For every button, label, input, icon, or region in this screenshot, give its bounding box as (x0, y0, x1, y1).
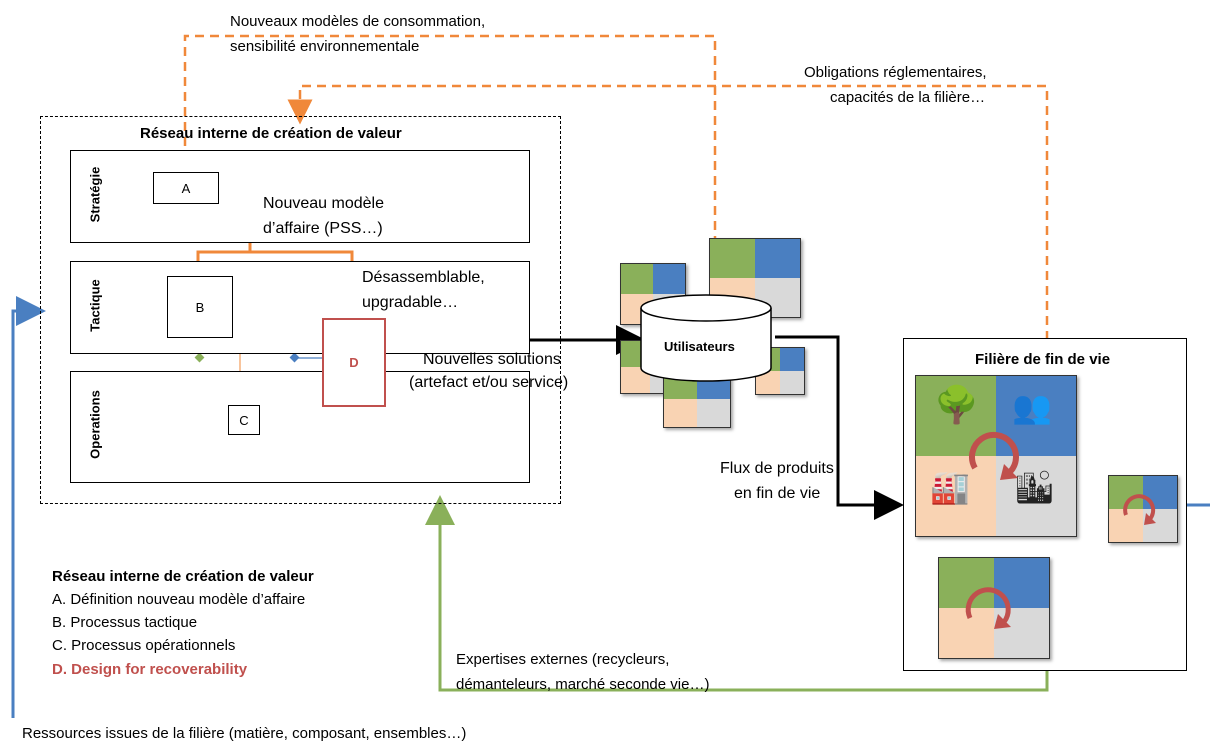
consumption-label-line1: Nouveaux modèles de consommation, (230, 13, 486, 30)
eol-small-tile (1108, 475, 1178, 543)
expertise-label-line2: démanteleurs, marché seconde vie…) (456, 676, 710, 693)
level-label-operations: Operations (87, 390, 103, 459)
eol-flow-label-line1: Flux de produits (720, 460, 834, 477)
regulatory-label-line2: capacités de la filière… (830, 89, 986, 106)
end-of-life-title: Filière de fin de vie (975, 351, 1111, 368)
circular-arrow-medium-icon (965, 587, 1011, 629)
eol-medium-tile (938, 557, 1050, 659)
node-d[interactable]: D (322, 318, 386, 407)
expertise-label-line1: Expertises externes (recycleurs, (456, 651, 670, 668)
users-label: Utilisateurs (664, 339, 735, 354)
consumption-label-line2: sensibilité environnementale (230, 38, 420, 55)
legend-item-a: A. Définition nouveau modèle d’affaire (52, 591, 306, 608)
eol-flow-label-line2: en fin de vie (734, 485, 821, 502)
disassembly-line1: Désassemblable, (362, 269, 485, 286)
users-database-icon (640, 294, 772, 382)
tree-rain-icon (916, 376, 996, 456)
disassembly-line2: upgradable… (362, 294, 459, 311)
circular-arrow-icon (969, 431, 1019, 480)
tactic-panel (70, 261, 530, 354)
regulatory-label-line1: Obligations réglementaires, (804, 64, 987, 81)
legend-item-c: C. Processus opérationnels (52, 637, 236, 654)
legend-item-d: D. Design for recoverability (52, 661, 248, 678)
solutions-label-line1: Nouvelles solutions (423, 351, 561, 368)
resources-return-arrow (11, 296, 46, 718)
legend-item-b: B. Processus tactique (52, 614, 198, 631)
internal-network-frame (40, 116, 561, 504)
eol-flow-arrow (775, 335, 904, 520)
factory-icon (916, 456, 996, 536)
consumption-feedback-line (172, 34, 717, 290)
business-model-line1: Nouveau modèle (263, 195, 384, 212)
level-label-strategy: Stratégie (87, 166, 103, 223)
circular-arrow-small-icon (1123, 494, 1156, 525)
operations-panel (70, 371, 530, 483)
node-a[interactable]: A (153, 172, 219, 204)
node-b[interactable]: B (167, 276, 233, 338)
strategy-panel (70, 150, 530, 243)
expertise-arrow (425, 495, 1049, 692)
eol-main-tile: 🌳 👥 🏭 🏙 (915, 375, 1077, 537)
legend-title: Réseau interne de création de valeur (52, 568, 314, 585)
level-label-tactic: Tactique (87, 279, 103, 332)
business-model-line2: d’affaire (PSS…) (263, 220, 383, 237)
solutions-label-line2: (artefact et/ou service) (409, 374, 569, 391)
node-c[interactable]: C (228, 405, 260, 435)
regulatory-feedback-line (287, 84, 1049, 340)
resources-label: Ressources issues de la filière (matière… (22, 725, 467, 742)
internal-network-title: Réseau interne de création de valeur (140, 125, 402, 142)
